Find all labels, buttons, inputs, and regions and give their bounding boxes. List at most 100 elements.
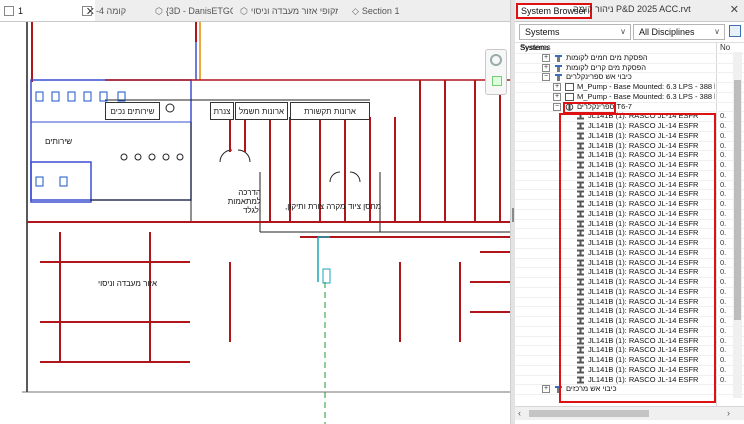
column-settings-icon[interactable]	[729, 25, 741, 37]
tree-row-value: 0.	[720, 160, 727, 169]
sprinkler-icon	[577, 356, 584, 364]
system-browser-title-bar: System Browser ניהור קומה P&D 2025 ACC.r…	[515, 0, 744, 22]
tab-view-1[interactable]: 1 ✕	[0, 0, 95, 21]
scroll-left-icon[interactable]: ‹	[518, 408, 521, 418]
expand-icon[interactable]: +	[553, 83, 561, 91]
column-header: Systems No	[515, 43, 744, 54]
column-divider[interactable]	[716, 43, 717, 406]
tab-3d-view[interactable]: ⬡ {3D - DanisETGCD}	[153, 0, 233, 21]
tree-row-label: JL141B (1): RASCO JL-14 ESFR	[588, 335, 699, 345]
row-divider	[515, 228, 744, 230]
sprinkler-icon	[577, 298, 584, 305]
scroll-thumb[interactable]	[734, 80, 741, 320]
panel-splitter[interactable]	[510, 0, 515, 424]
collapse-icon[interactable]: −	[553, 102, 561, 111]
sprinkler-icon	[577, 307, 584, 315]
splitter-grip[interactable]	[512, 208, 514, 222]
collapse-icon[interactable]: −	[542, 73, 550, 82]
expand-icon[interactable]: +	[553, 92, 561, 101]
sprinkler-icon	[577, 239, 584, 247]
sprinkler-icon	[577, 249, 584, 257]
tree-row[interactable]: +כיבוי אש מרכזים	[515, 384, 719, 394]
tree-row[interactable]: + הפסקת מים חמים לקומות	[515, 53, 719, 63]
system-tree[interactable]: Systems No Systems+הפסקת מים חמים לקומות…	[515, 42, 744, 406]
vertical-scrollbar[interactable]	[733, 52, 742, 398]
row-divider	[515, 325, 744, 327]
tree-row-label: M_Pump - Base Mounted: 6.3 LPS - 388 kPa…	[577, 82, 715, 91]
tree-row-label: T6-7 ספרינקלרים	[577, 101, 632, 111]
floor-plan-icon	[82, 6, 92, 16]
tree-row-label: הפסקת מים חמים לקומות	[566, 52, 648, 62]
sprinkler-icon	[577, 288, 584, 296]
tab-lab-3d[interactable]: ⬡ תלת מקופי אזור מעבדה וניסוי	[238, 0, 338, 21]
system-browser-panel: System Browser ניהור קומה P&D 2025 ACC.r…	[515, 0, 744, 424]
row-divider	[515, 130, 744, 132]
discipline-dropdown[interactable]: All Disciplines ∨	[633, 24, 725, 40]
sprinkler-icon	[577, 132, 584, 140]
close-icon[interactable]: ✕	[85, 5, 95, 18]
tree-row-value: 0.	[720, 121, 727, 130]
scroll-right-icon[interactable]: ›	[727, 408, 730, 418]
view-dropdown[interactable]: Systems ∨	[519, 24, 631, 40]
tab-section-1[interactable]: ◇ Section 1	[350, 0, 420, 21]
steering-wheel-icon[interactable]	[490, 54, 502, 66]
tree-row[interactable]: Systems	[515, 43, 719, 53]
expand-icon[interactable]: +	[542, 53, 550, 62]
tree-row-label: JL141B (1): RASCO JL-14 ESFR	[588, 150, 699, 160]
tree-row-label: JL141B (1): RASCO JL-14 ESFR	[588, 218, 699, 228]
tree-row[interactable]: + M_Pump - Base Mounted: 6.3 LPS - 388 kP…	[515, 82, 719, 92]
tree-row[interactable]: +M_Pump - Base Mounted: 6.3 LPS - 388 kP…	[515, 92, 719, 102]
sprinkler-icon	[577, 317, 584, 325]
tree-row[interactable]: +הפסקת מים קרים לקומות	[515, 63, 719, 73]
system-browser-tab[interactable]: System Browser	[516, 3, 592, 19]
tree-row-label: JL141B (1): RASCO JL-14 ESFR	[588, 140, 699, 150]
tree-row-value: 0.	[720, 267, 727, 277]
zoom-icon[interactable]	[492, 76, 502, 86]
row-divider	[515, 169, 744, 171]
tree-row[interactable]: − T6-7 ספרינקלרים	[515, 102, 719, 112]
pump-icon	[565, 92, 574, 101]
dropdown-value: All Disciplines	[639, 27, 695, 37]
tree-row-value: 0.	[720, 179, 727, 189]
expand-icon[interactable]: +	[542, 63, 550, 72]
tab-floor-4[interactable]: קומה 4-	[78, 0, 153, 21]
close-icon[interactable]: ✕	[729, 4, 739, 16]
scroll-thumb[interactable]	[529, 410, 649, 417]
tree-row[interactable]: −כיבוי אש ספרינקלרים	[515, 72, 719, 82]
expand-icon[interactable]: +	[542, 385, 550, 394]
navigation-bar[interactable]	[485, 49, 507, 95]
sprinkler-icon	[577, 366, 584, 374]
row-divider	[515, 286, 744, 288]
horizontal-scrollbar[interactable]: ‹ ›	[515, 406, 744, 420]
plan-canvas[interactable]: שירותים נכים ארונות תקשורת ארונות חשמל צ…	[0, 22, 510, 424]
tree-row-label: JL141B (1): RASCO JL-14 ESFR	[588, 111, 699, 121]
